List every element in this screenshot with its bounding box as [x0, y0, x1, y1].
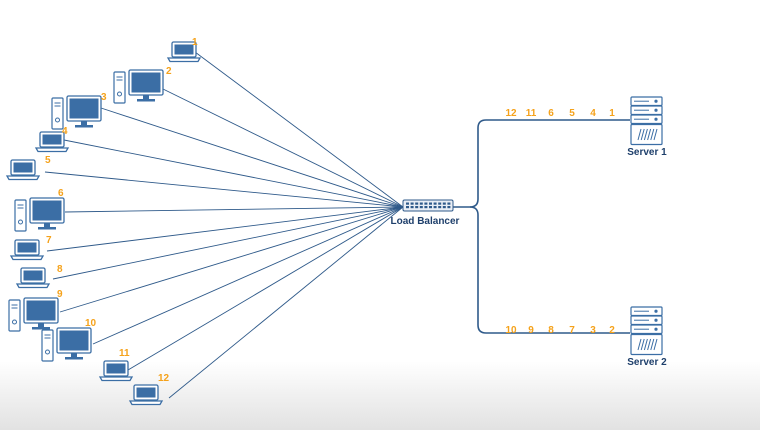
client-5[interactable]: [5, 159, 41, 181]
client-3[interactable]: [51, 95, 102, 130]
client-wire: [52, 206, 404, 280]
client-wire: [194, 51, 404, 208]
client-12[interactable]: [128, 384, 164, 406]
server-1-link: [469, 119, 630, 208]
queued-request: 11: [526, 108, 537, 119]
client-number: 10: [85, 318, 97, 329]
client-number: 2: [166, 66, 172, 77]
server-queue: 10 9 8 7 3 2: [505, 325, 615, 336]
desktop-icon: [14, 197, 65, 232]
client-wire: [162, 88, 404, 208]
laptop-icon: [98, 360, 134, 382]
client-1[interactable]: [166, 41, 202, 63]
client-number: 5: [45, 155, 51, 166]
laptop-icon: [128, 384, 164, 406]
client-wire: [44, 171, 404, 208]
queued-request: 12: [505, 108, 517, 119]
client-number: 7: [46, 235, 52, 246]
client-9[interactable]: [8, 297, 59, 332]
client-wire: [168, 206, 404, 399]
queued-request: 1: [609, 108, 615, 119]
queued-request: 6: [548, 108, 554, 119]
client-wire: [64, 206, 404, 213]
client-wire: [100, 107, 404, 208]
client-6[interactable]: [14, 197, 65, 232]
server-1[interactable]: Server 1 12 11 6 5 4 1: [505, 96, 667, 158]
queued-request: 2: [609, 325, 615, 336]
client-8[interactable]: [15, 267, 51, 289]
queued-request: 9: [528, 325, 534, 336]
client-wire: [46, 206, 404, 252]
server-icon: [630, 96, 663, 146]
laptop-icon: [34, 131, 70, 153]
network-switch-icon: [402, 199, 454, 212]
server-connections: [453, 119, 630, 334]
laptop-icon: [166, 41, 202, 63]
queued-request: 5: [569, 108, 575, 119]
server-label: Server 1: [627, 147, 667, 158]
server-queue: 12 11 6 5 4 1: [505, 108, 615, 119]
client-wire: [63, 139, 404, 208]
server-label: Server 2: [627, 357, 667, 368]
client-number: 3: [101, 92, 107, 103]
laptop-icon: [9, 239, 45, 261]
client-number: 11: [119, 348, 130, 359]
server-2-link: [469, 206, 630, 334]
server-2[interactable]: Server 2 10 9 8 7 3 2: [505, 306, 667, 368]
desktop-icon: [113, 69, 164, 104]
queued-request: 8: [548, 325, 554, 336]
client-number: 8: [57, 264, 63, 275]
load-balancer[interactable]: Load Balancer: [391, 199, 460, 227]
client-10[interactable]: [41, 327, 92, 362]
client-wires: [44, 51, 404, 399]
queued-request: 7: [569, 325, 575, 336]
client-4[interactable]: [34, 131, 70, 153]
desktop-icon: [51, 95, 102, 130]
client-wire: [92, 206, 404, 345]
queued-request: 4: [590, 108, 596, 119]
load-balancer-label: Load Balancer: [391, 216, 460, 227]
server-icon: [630, 306, 663, 356]
client-number: 6: [58, 188, 64, 199]
laptop-icon: [15, 267, 51, 289]
client-7[interactable]: [9, 239, 45, 261]
client-number: 4: [62, 126, 68, 137]
client-number: 12: [158, 373, 170, 384]
client-number: 9: [57, 289, 63, 300]
client-wire: [127, 206, 404, 371]
client-11[interactable]: [98, 360, 134, 382]
desktop-icon: [8, 297, 59, 332]
client-2[interactable]: [113, 69, 164, 104]
laptop-icon: [5, 159, 41, 181]
client-wire: [59, 206, 404, 313]
queued-request: 10: [505, 325, 517, 336]
desktop-icon: [41, 327, 92, 362]
queued-request: 3: [590, 325, 596, 336]
client-number: 1: [192, 37, 198, 48]
